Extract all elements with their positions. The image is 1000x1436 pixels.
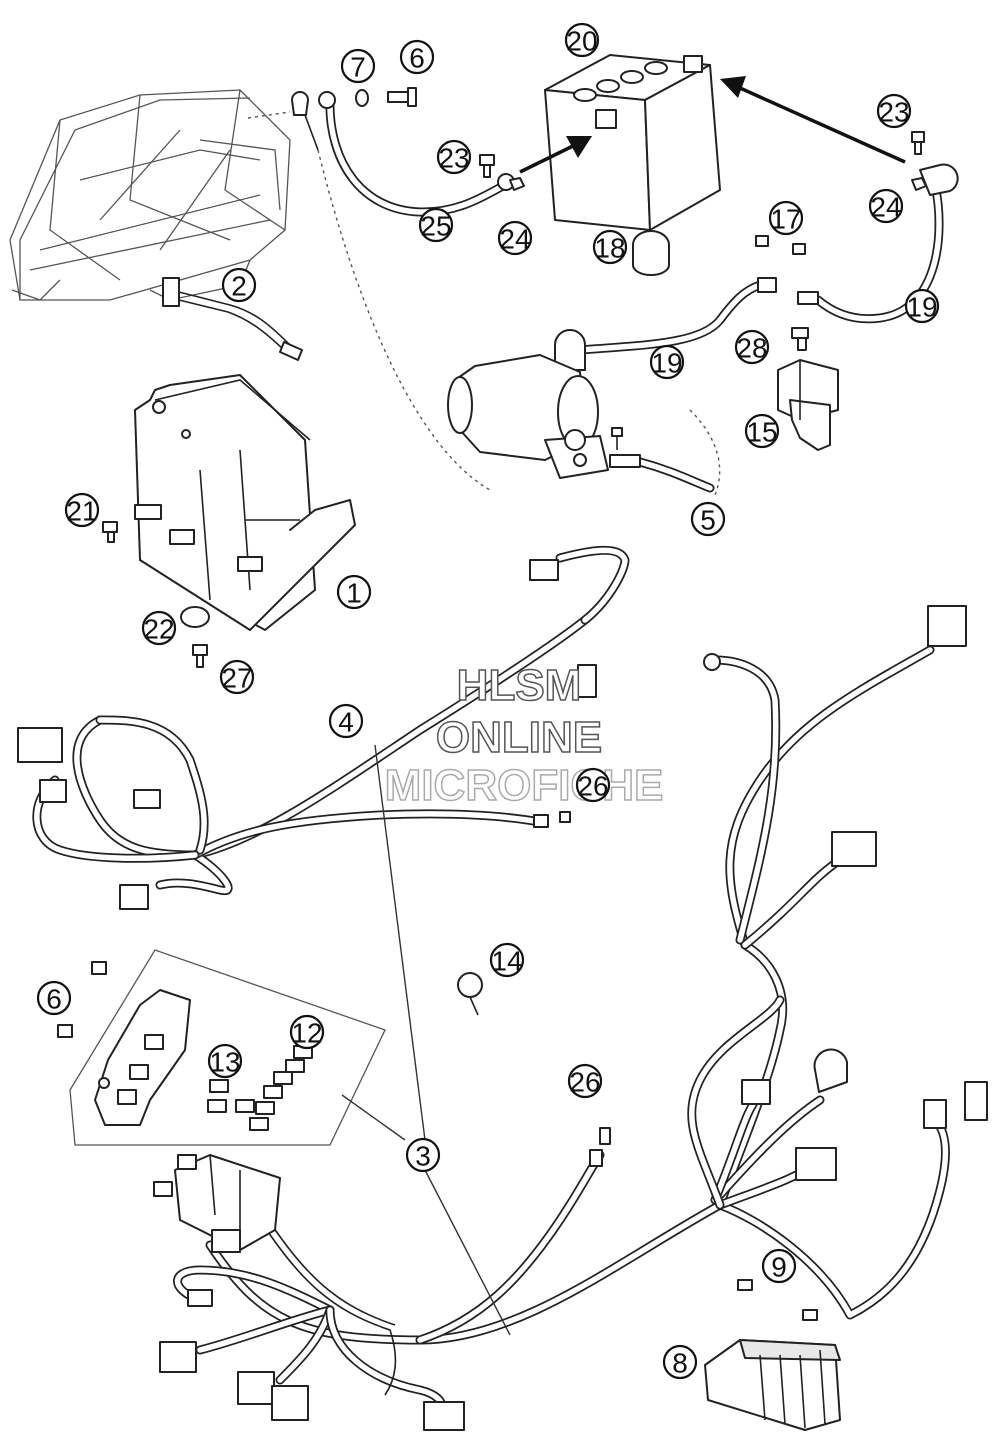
callout-label: 1 bbox=[346, 578, 362, 609]
callout-label: 24 bbox=[499, 224, 530, 255]
callout-label: 2 bbox=[231, 271, 247, 302]
callout-18: 18 bbox=[592, 229, 628, 265]
callout-21: 21 bbox=[64, 492, 100, 528]
callout-3: 3 bbox=[405, 1137, 441, 1173]
watermark: HLSM ONLINE MICROFICHE bbox=[384, 660, 664, 811]
starter-cable bbox=[609, 427, 715, 493]
callout-26a: 26 bbox=[575, 767, 611, 803]
callout-label: 3 bbox=[415, 1141, 431, 1172]
callout-label: 27 bbox=[221, 663, 252, 694]
bolt-and-washer bbox=[355, 87, 417, 107]
main-wiring-harness bbox=[32, 545, 950, 1415]
callout-label: 26 bbox=[577, 771, 608, 802]
callout-label: 5 bbox=[700, 505, 716, 536]
callout-19b: 19 bbox=[649, 344, 685, 380]
callout-28: 28 bbox=[734, 329, 770, 365]
callout-label: 6 bbox=[409, 43, 425, 74]
callout-9: 9 bbox=[761, 1248, 797, 1284]
ground-cable bbox=[291, 91, 515, 217]
callout-4: 4 bbox=[328, 703, 364, 739]
callout-label: 19 bbox=[651, 348, 682, 379]
callout-17: 17 bbox=[768, 200, 804, 236]
callout-20: 20 bbox=[564, 22, 600, 58]
callout-2: 2 bbox=[221, 267, 257, 303]
callout-6b: 6 bbox=[36, 980, 72, 1016]
callout-label: 19 bbox=[906, 292, 937, 323]
cable-tie bbox=[457, 972, 483, 1016]
starter-motor bbox=[447, 354, 609, 479]
callout-6a: 6 bbox=[399, 39, 435, 75]
positive-cable-upper bbox=[797, 163, 959, 324]
callout-label: 24 bbox=[870, 192, 901, 223]
starter-relay bbox=[777, 359, 839, 451]
callout-8: 8 bbox=[662, 1344, 698, 1380]
leader-lines bbox=[341, 744, 511, 1336]
callout-24b: 24 bbox=[868, 188, 904, 224]
battery-holder bbox=[134, 374, 356, 631]
relay-screws bbox=[755, 235, 806, 255]
callout-25: 25 bbox=[418, 207, 454, 243]
callout-label: 20 bbox=[566, 26, 597, 57]
callout-15: 15 bbox=[744, 413, 780, 449]
callout-label: 28 bbox=[736, 333, 767, 364]
callout-14: 14 bbox=[489, 942, 525, 978]
callout-label: 17 bbox=[770, 204, 801, 235]
callout-1: 1 bbox=[336, 574, 372, 610]
holder-fasteners bbox=[102, 521, 210, 668]
callout-27: 27 bbox=[219, 659, 255, 695]
positive-cable-lower bbox=[554, 277, 777, 371]
callout-label: 12 bbox=[291, 1018, 322, 1049]
callout-label: 9 bbox=[771, 1252, 787, 1283]
callout-19a: 19 bbox=[904, 288, 940, 324]
callout-label: 15 bbox=[746, 417, 777, 448]
callout-label: 13 bbox=[209, 1047, 240, 1078]
callout-5: 5 bbox=[690, 501, 726, 537]
watermark-line3: MICROFICHE bbox=[385, 761, 664, 810]
callout-label: 8 bbox=[672, 1348, 688, 1379]
battery-arrows bbox=[519, 76, 906, 174]
callout-13: 13 bbox=[207, 1043, 243, 1079]
callout-label: 18 bbox=[594, 233, 625, 264]
watermark-line2: ONLINE bbox=[436, 713, 602, 762]
callout-label: 23 bbox=[438, 143, 469, 174]
battery-screws bbox=[479, 131, 927, 191]
fuse-box-bracket bbox=[57, 949, 386, 1146]
callout-26b: 26 bbox=[567, 1063, 603, 1099]
callout-23a: 23 bbox=[436, 139, 472, 175]
callout-label: 21 bbox=[66, 496, 97, 527]
junction-block bbox=[153, 1154, 281, 1253]
battery bbox=[544, 54, 721, 231]
callout-7: 7 bbox=[340, 48, 376, 84]
callout-24a: 24 bbox=[497, 220, 533, 256]
watermark-line1: HLSM bbox=[457, 661, 582, 710]
callout-label: 25 bbox=[420, 211, 451, 242]
callout-label: 22 bbox=[143, 614, 174, 645]
callout-23b: 23 bbox=[876, 93, 912, 129]
callout-label: 14 bbox=[491, 946, 522, 977]
callout-12: 12 bbox=[289, 1014, 325, 1050]
callout-label: 23 bbox=[878, 97, 909, 128]
callout-22: 22 bbox=[141, 610, 177, 646]
callout-label: 4 bbox=[338, 707, 354, 738]
callout-label: 6 bbox=[46, 984, 62, 1015]
callout-label: 7 bbox=[350, 52, 366, 83]
fuse bbox=[791, 327, 809, 351]
voltage-regulator bbox=[704, 1279, 841, 1431]
terminal-cap bbox=[632, 230, 670, 276]
callout-label: 26 bbox=[569, 1067, 600, 1098]
harness-connectors bbox=[17, 559, 988, 1431]
sensor-cable bbox=[162, 277, 303, 361]
frame-illustration bbox=[9, 89, 291, 301]
